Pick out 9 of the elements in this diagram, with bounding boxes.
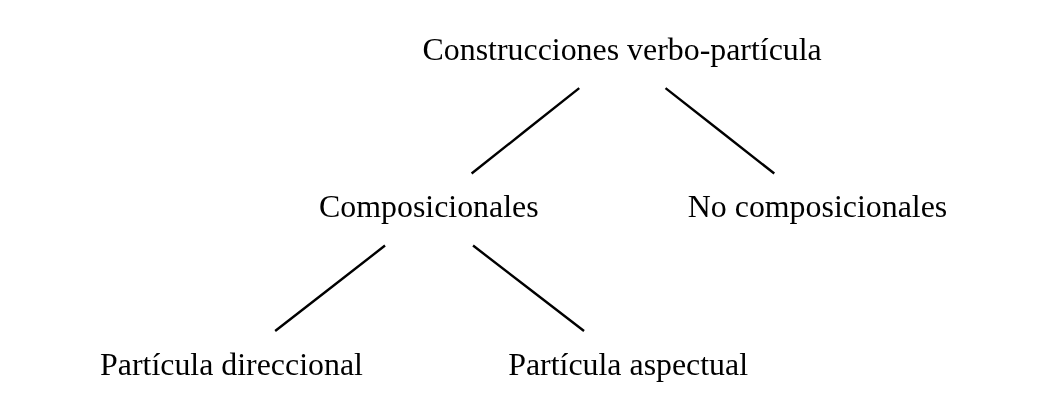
connector xyxy=(274,244,386,332)
connector xyxy=(470,87,580,175)
node-text: Construcciones verbo-partícula xyxy=(422,31,822,67)
connector xyxy=(664,87,775,175)
node-text: Partícula aspectual xyxy=(508,346,749,382)
node-text: Partícula direccional xyxy=(100,346,363,382)
node-text: Composicionales xyxy=(319,189,539,225)
node-text: No composicionales xyxy=(687,189,948,225)
connector xyxy=(472,244,585,332)
